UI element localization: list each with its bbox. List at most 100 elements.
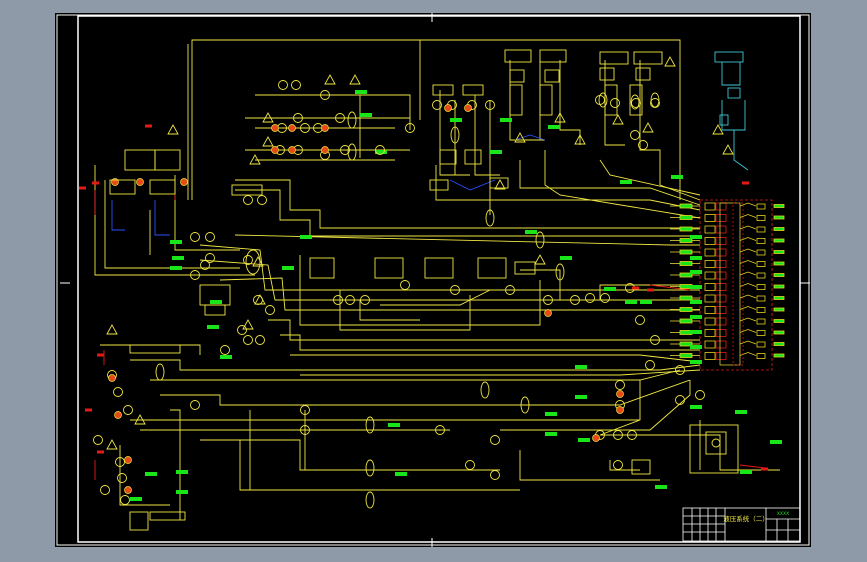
manifold-valve [715, 271, 727, 280]
manifold-port [756, 261, 766, 267]
valve-symbol [115, 457, 125, 467]
pump-symbol [520, 396, 530, 414]
valve-symbol-active [321, 124, 329, 132]
manifold-connector [739, 225, 757, 230]
filter-element-symbol [705, 431, 727, 455]
component-tag [130, 497, 142, 501]
port-tag [773, 330, 785, 335]
actuator-symbol [462, 84, 484, 96]
pump-symbol [485, 209, 495, 227]
actuator-symbol [633, 51, 663, 65]
component-tag [690, 285, 702, 289]
valve-symbol [631, 98, 641, 108]
valve-symbol [613, 460, 623, 470]
pump-triangle-symbol [664, 56, 676, 67]
valve-symbol [432, 100, 442, 110]
line-tag [679, 353, 693, 358]
pump-triangle-symbol [534, 254, 546, 265]
pump-triangle-symbol [134, 414, 146, 425]
port-tag [773, 261, 785, 266]
component-tag [690, 315, 702, 319]
pump-triangle-symbol [254, 294, 266, 305]
valve-symbol [615, 380, 625, 390]
manifold-port [756, 238, 766, 244]
valve-symbol-active [616, 390, 624, 398]
valve-symbol [243, 335, 253, 345]
valve-symbol [205, 232, 215, 242]
actuator-symbol [429, 179, 449, 191]
component-tag [172, 256, 184, 260]
actuator-symbol [149, 179, 176, 195]
component-tag [207, 325, 219, 329]
valve-symbol [465, 460, 475, 470]
valve-symbol [335, 113, 345, 123]
actuator-symbol [509, 69, 525, 83]
valve-symbol [485, 100, 495, 110]
port-tag [773, 296, 785, 300]
valve-symbol [333, 295, 343, 305]
pump-symbol [535, 231, 545, 249]
component-tag [145, 472, 157, 476]
manifold-valve [715, 317, 727, 326]
actuator-symbol [129, 344, 181, 354]
cyan-circuit [714, 51, 749, 171]
red-marker [742, 181, 749, 185]
valve-symbol-active [616, 406, 624, 414]
actuator-symbol [464, 149, 482, 165]
manifold-valve [704, 202, 716, 211]
manifold-port [756, 330, 766, 336]
valve-symbol [257, 195, 267, 205]
manifold-valve [715, 248, 727, 257]
actuator-symbol [231, 184, 263, 196]
pump-triangle-symbol [494, 179, 506, 190]
pump-symbol [555, 263, 565, 281]
manifold-valve [704, 248, 716, 257]
pump-triangle-symbol [554, 112, 566, 123]
title-block [682, 507, 801, 542]
actuator-symbol [631, 459, 651, 475]
line-tag [679, 238, 693, 243]
valve-symbol [630, 130, 640, 140]
valve-symbol [400, 280, 410, 290]
drawing-title: 液压系统（二） [723, 514, 769, 523]
component-tag [690, 345, 702, 349]
actuator-symbol [509, 84, 523, 116]
manifold-port [756, 295, 766, 302]
pump-triangle-symbol [262, 136, 274, 147]
component-tag [690, 330, 702, 334]
drawing-sheet [55, 13, 811, 547]
manifold-valve [704, 329, 716, 337]
valve-symbol-active [288, 146, 296, 154]
line-tag [679, 215, 693, 220]
component-tag [490, 150, 502, 154]
manifold-valve [704, 260, 716, 268]
valve-symbol [490, 470, 500, 480]
valve-symbol [300, 123, 310, 133]
manifold-connector [739, 317, 757, 322]
manifold-drain [732, 202, 744, 366]
pump-triangle-symbol [324, 74, 336, 85]
component-tag [170, 266, 182, 270]
component-tag [450, 118, 462, 122]
manifold-valve [715, 294, 727, 303]
manifold-port [756, 307, 766, 313]
component-tag [282, 266, 294, 270]
actuator-symbol [374, 257, 404, 279]
actuator-symbol [204, 304, 226, 316]
valve-symbol [300, 405, 310, 415]
pump-triangle-symbol [249, 154, 261, 165]
manifold-valve [715, 237, 727, 245]
component-tag [671, 175, 683, 179]
component-tag [620, 180, 632, 184]
valve-symbol [405, 123, 415, 133]
valve-symbol [345, 295, 355, 305]
pump-symbol [598, 92, 608, 108]
valve-symbol [265, 305, 275, 315]
component-tag [210, 300, 222, 304]
line-tag [679, 295, 693, 301]
actuator-symbol [504, 49, 532, 63]
manifold-valve [704, 340, 716, 349]
actuator-symbol [539, 84, 553, 116]
actuator-symbol [149, 511, 186, 521]
